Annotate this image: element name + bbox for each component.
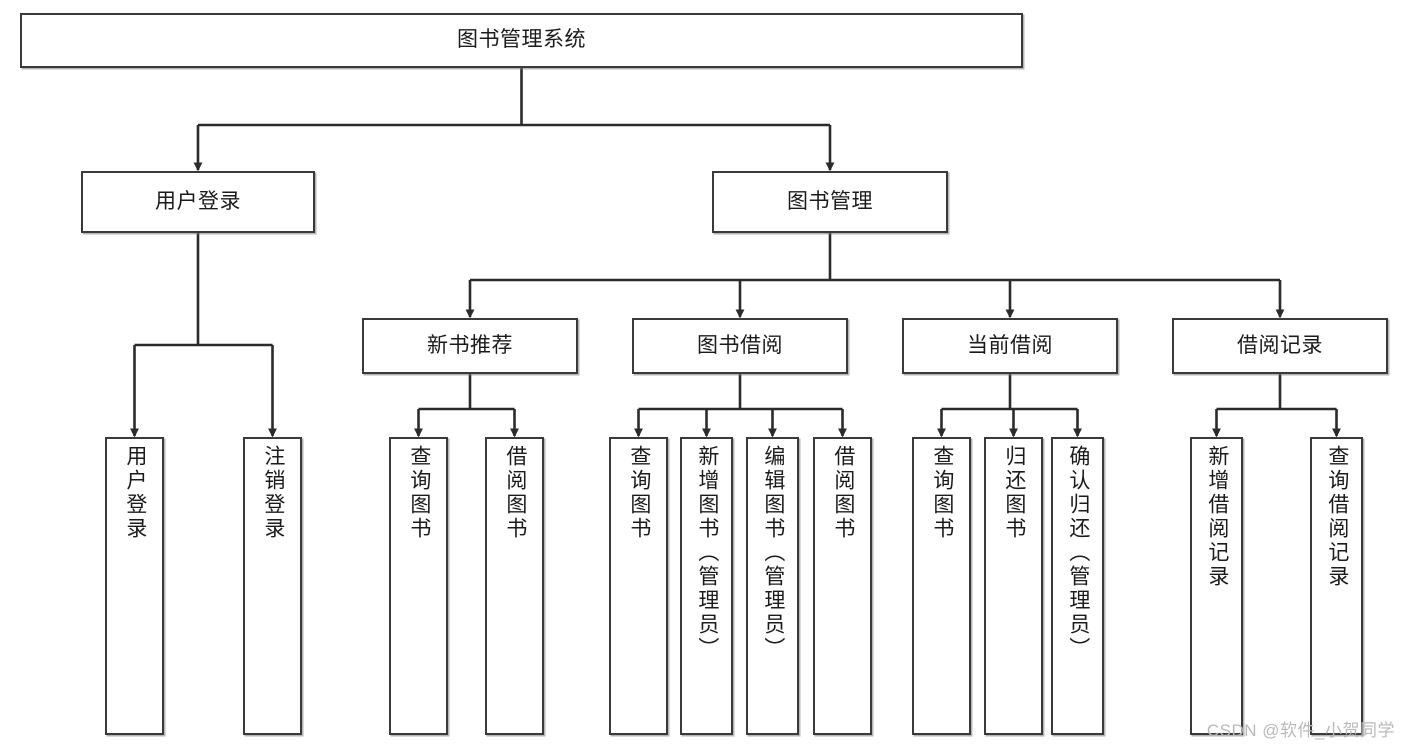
watermark: CSDN @软件_小贺同学 [1206, 721, 1395, 740]
node-leaf-add-book[interactable]: 新增图书（管理员） [680, 437, 733, 735]
node-leaf-logout[interactable]: 注销登录 [243, 437, 302, 735]
node-leaf-query-book-1[interactable]: 查询图书 [389, 437, 448, 735]
node-book-manage[interactable]: 图书管理 [712, 171, 948, 233]
node-label: 确认归还（管理员） [1066, 445, 1090, 661]
node-borrow-record[interactable]: 借阅记录 [1172, 318, 1388, 374]
node-leaf-edit-book[interactable]: 编辑图书（管理员） [746, 437, 799, 735]
node-root[interactable]: 图书管理系统 [20, 13, 1023, 68]
node-label: 编辑图书（管理员） [761, 445, 785, 661]
node-label: 借阅图书 [503, 445, 527, 541]
node-label: 图书管理系统 [457, 28, 586, 52]
node-new-book-recommend[interactable]: 新书推荐 [362, 318, 578, 374]
node-label: 借阅图书 [831, 445, 855, 541]
node-leaf-return-book[interactable]: 归还图书 [984, 437, 1043, 735]
node-label: 用户登录 [155, 189, 241, 213]
node-leaf-query-borrow-record[interactable]: 查询借阅记录 [1310, 437, 1363, 735]
node-label: 新增借阅记录 [1205, 445, 1229, 589]
edge-group [130, 68, 1341, 438]
node-label: 归还图书 [1002, 445, 1026, 541]
node-user-login[interactable]: 用户登录 [81, 171, 315, 233]
node-leaf-user-login[interactable]: 用户登录 [105, 437, 164, 735]
node-current-borrow[interactable]: 当前借阅 [902, 318, 1118, 374]
node-leaf-confirm-return[interactable]: 确认归还（管理员） [1051, 437, 1104, 735]
node-label: 查询借阅记录 [1325, 445, 1349, 589]
node-label: 查询图书 [407, 445, 431, 541]
node-label: 图书管理 [787, 189, 873, 213]
node-label: 新增图书（管理员） [695, 445, 719, 661]
node-label: 注销登录 [261, 445, 285, 541]
node-label: 当前借阅 [967, 333, 1053, 357]
node-label: 用户登录 [123, 445, 147, 541]
node-leaf-borrow-book-2[interactable]: 借阅图书 [813, 437, 872, 735]
node-leaf-query-book-3[interactable]: 查询图书 [912, 437, 971, 735]
node-leaf-add-borrow-record[interactable]: 新增借阅记录 [1190, 437, 1243, 735]
node-leaf-query-book-2[interactable]: 查询图书 [609, 437, 668, 735]
node-label: 图书借阅 [697, 333, 783, 357]
node-label: 查询图书 [627, 445, 651, 541]
node-label: 新书推荐 [427, 333, 513, 357]
node-book-borrow[interactable]: 图书借阅 [632, 318, 848, 374]
node-label: 借阅记录 [1237, 333, 1323, 357]
node-label: 查询图书 [930, 445, 954, 541]
node-leaf-borrow-book-1[interactable]: 借阅图书 [485, 437, 544, 735]
